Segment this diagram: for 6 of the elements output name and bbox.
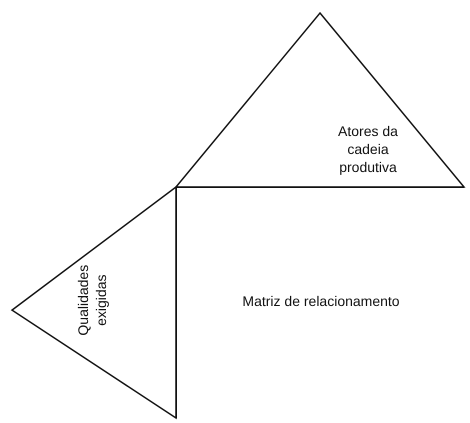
triangle	[12, 187, 176, 418]
triangle	[176, 13, 464, 187]
node-label: Matriz de relacionamento	[241, 292, 401, 310]
node-label: Atores da cadeia produtiva	[337, 122, 399, 176]
matrix-area	[176, 187, 464, 418]
node-label: Qualidades exigidas	[74, 264, 110, 338]
